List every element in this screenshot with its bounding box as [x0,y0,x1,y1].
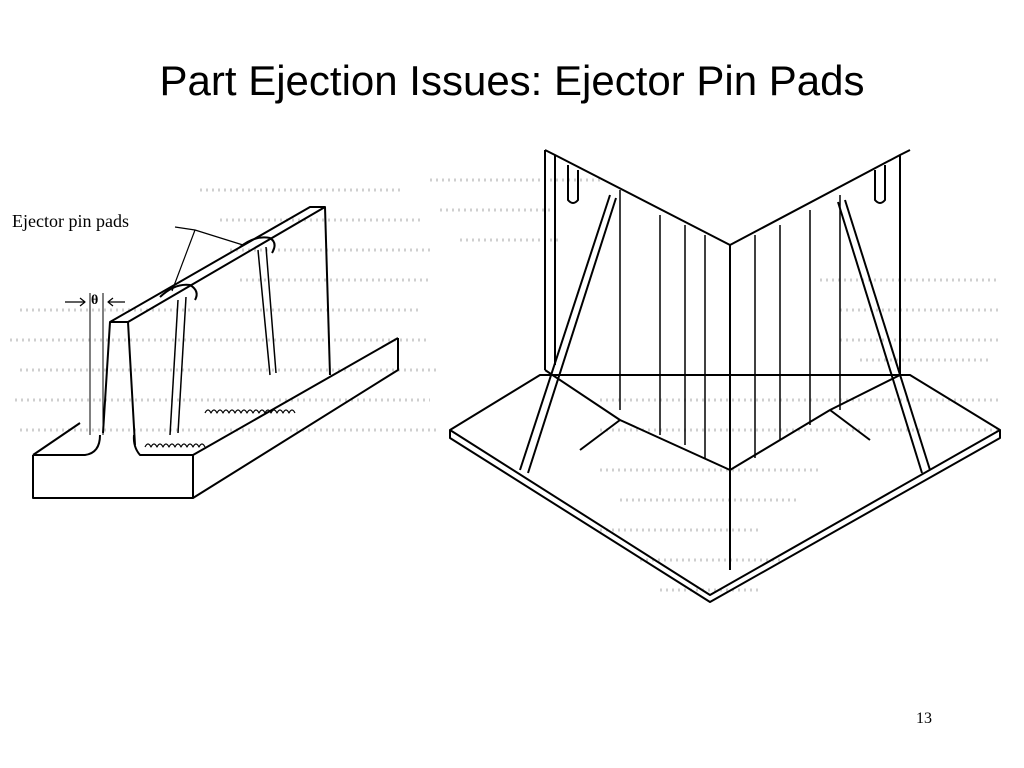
page-number: 13 [916,710,932,727]
slide-title: Part Ejection Issues: Ejector Pin Pads [159,57,865,104]
corner-wall-with-ribs-diagram [449,149,1001,603]
ejector-pin-pads-diagram [32,206,399,499]
ejector-pin-pads-label: Ejector pin pads [12,211,129,231]
draft-angle-symbol: θ [91,293,99,308]
background-bleed-texture [10,178,1000,592]
